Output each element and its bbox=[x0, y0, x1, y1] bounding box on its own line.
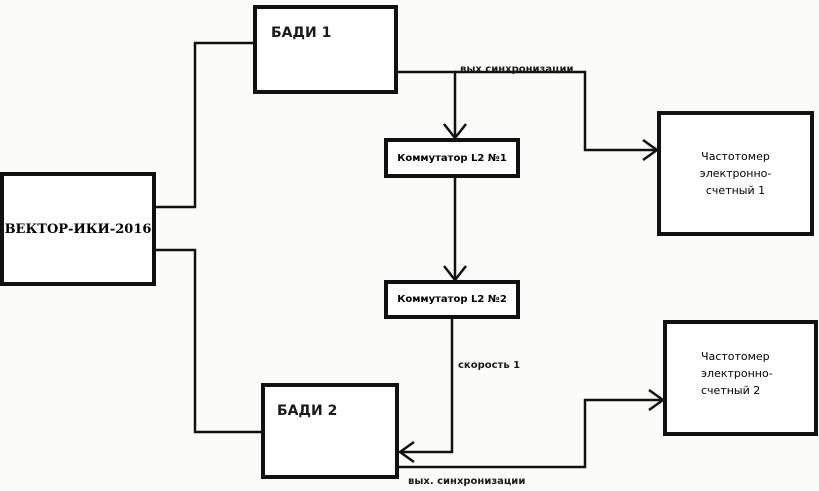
node-badi1-label: БАДИ 1 bbox=[271, 25, 332, 41]
node-vektor: ВЕКТОР-ИКИ-2016 bbox=[0, 172, 156, 286]
node-komm2-label: Коммутатор L2 №2 bbox=[397, 294, 507, 305]
edge-vektor-badi1 bbox=[155, 41, 255, 209]
node-freq2-label: Частотомер электронно-счетный 2 bbox=[701, 350, 773, 397]
edge-badi1-freq1 bbox=[455, 70, 657, 152]
node-freq1-label: Частотомер электронно-счетный 1 bbox=[699, 150, 772, 197]
node-komm1: Коммутатор L2 №1 bbox=[384, 138, 520, 178]
node-komm1-label: Коммутатор L2 №1 bbox=[397, 152, 507, 164]
node-vektor-label: ВЕКТОР-ИКИ-2016 bbox=[4, 221, 152, 237]
arrow-badi2 bbox=[397, 440, 415, 464]
node-badi1: БАДИ 1 bbox=[253, 5, 398, 94]
node-badi2: БАДИ 2 bbox=[261, 383, 399, 479]
edge-label-sync2: вых. синхронизации bbox=[408, 476, 526, 487]
edge-vektor-badi2 bbox=[155, 248, 262, 434]
node-freq2: Частотомер электронно-счетный 2 bbox=[663, 320, 818, 436]
node-badi2-label: БАДИ 2 bbox=[277, 403, 338, 419]
node-komm2: Коммутатор L2 №2 bbox=[384, 280, 520, 319]
edge-label-sync1: вых синхронизации bbox=[460, 64, 574, 75]
edge-label-speed1: скорость 1 bbox=[458, 360, 521, 371]
edge-komm2-badi2 bbox=[400, 318, 454, 454]
node-freq1: Частотомер электронно-счетный 1 bbox=[657, 111, 814, 236]
edge-badi2-freq2 bbox=[398, 398, 663, 469]
